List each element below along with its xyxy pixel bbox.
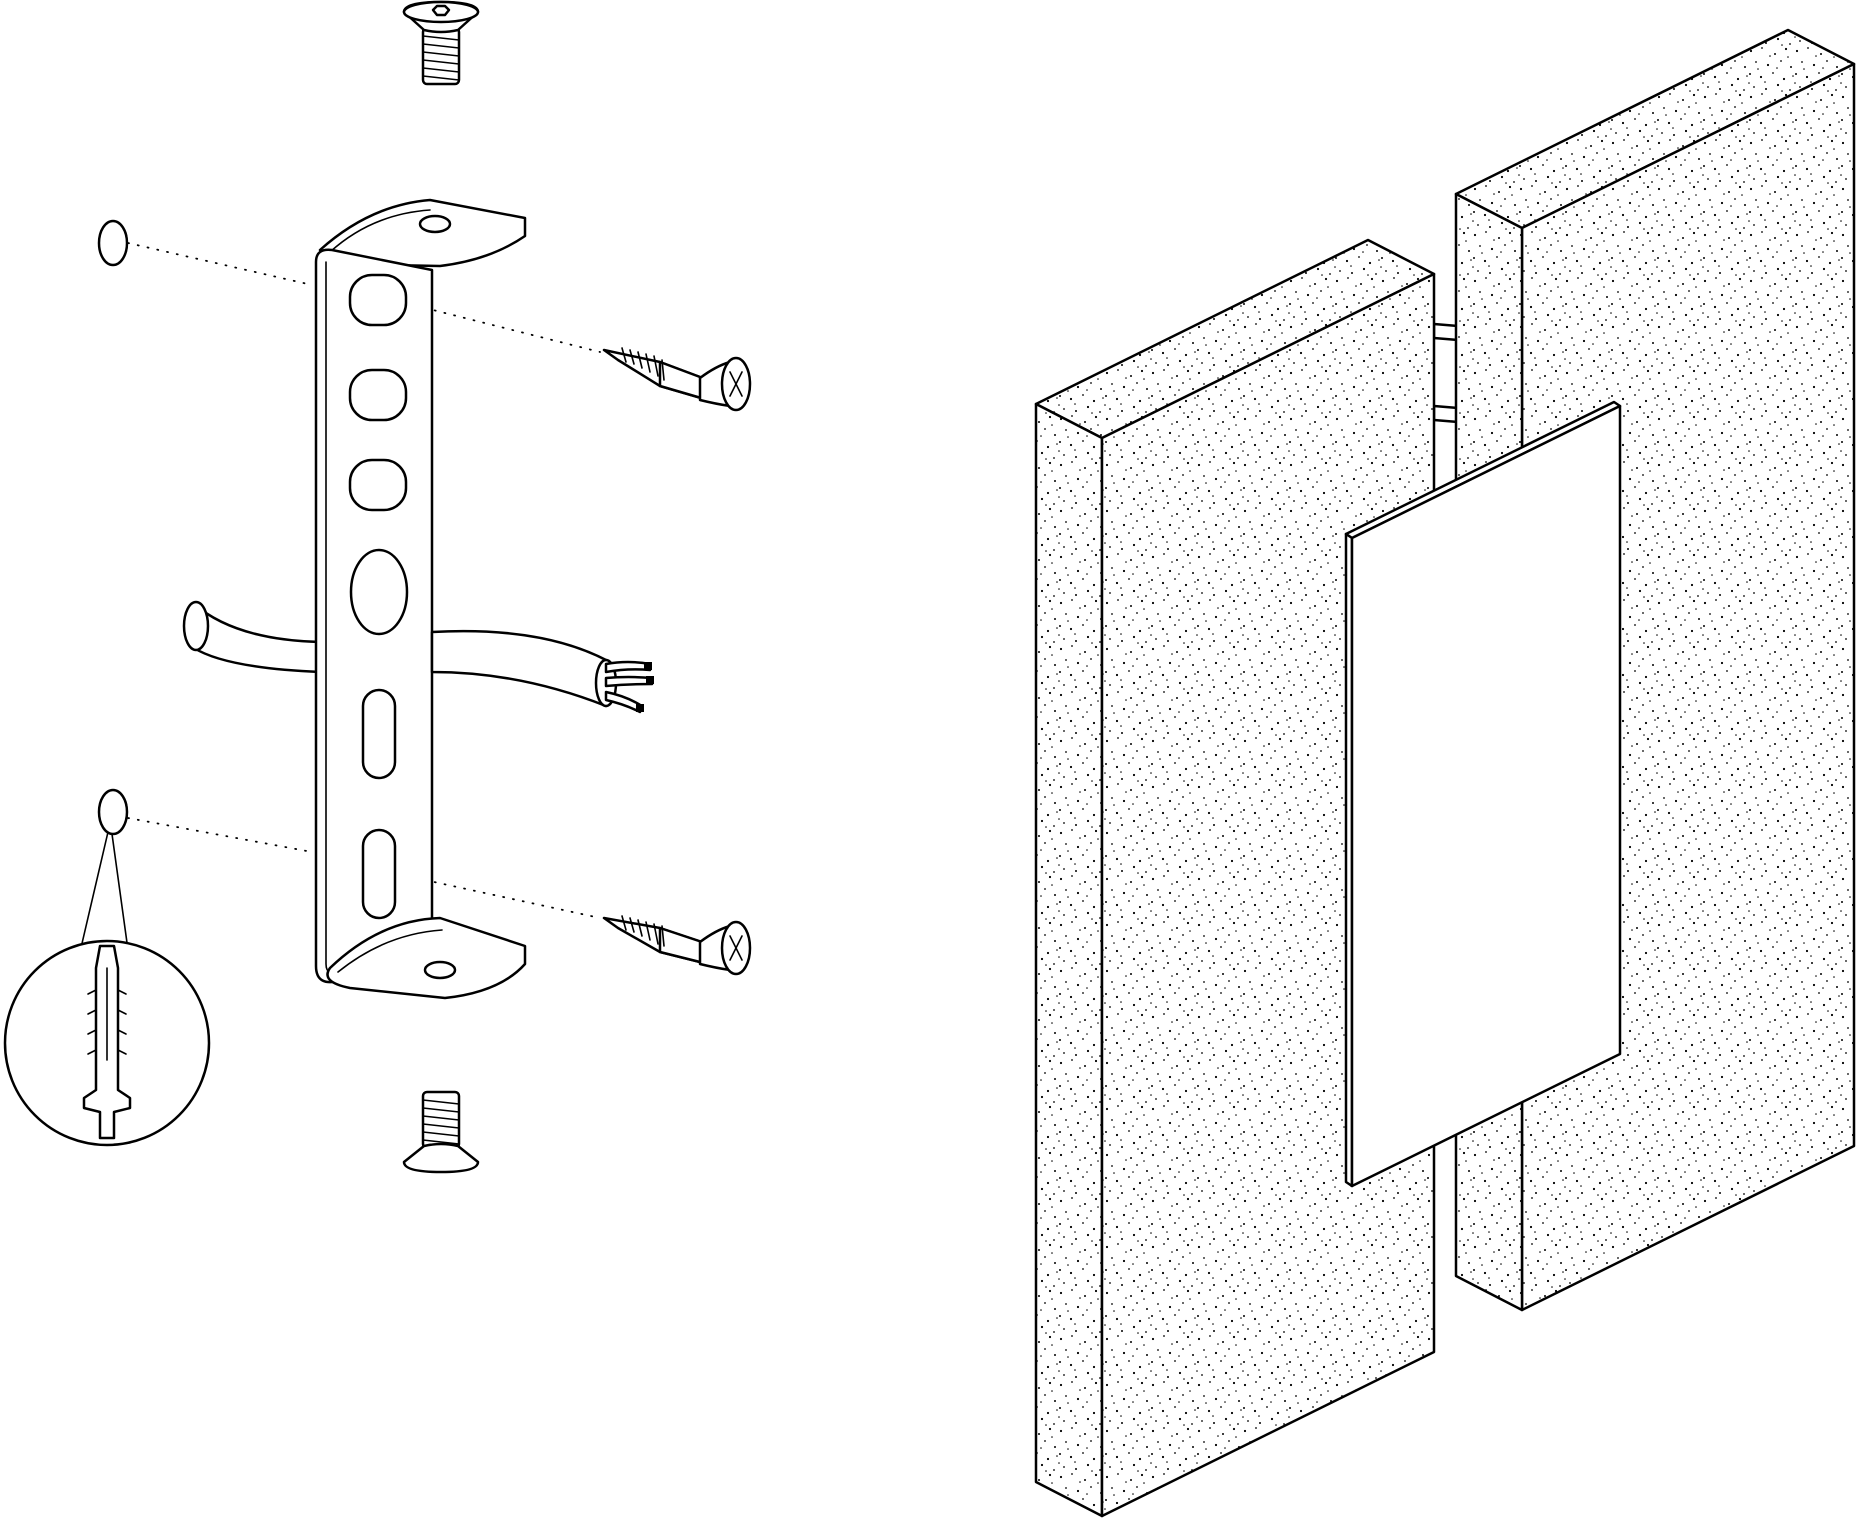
- wood-screw-icon: [602, 347, 752, 412]
- countersunk-machine-screw-icon: [402, 0, 480, 86]
- hole-marker-icon: [97, 219, 129, 267]
- power-cable-icon: [430, 629, 654, 714]
- wood-screw-icon: [602, 915, 752, 976]
- wall-lamp-icon: [1034, 28, 1856, 1518]
- mounting-bracket-icon: [314, 198, 527, 1000]
- hole-marker-icon: [97, 788, 129, 836]
- alignment-lines: [127, 242, 601, 919]
- wall-plug-icon: [3, 939, 211, 1147]
- countersunk-machine-screw-icon: [402, 1090, 480, 1174]
- power-cable-icon: [182, 600, 322, 674]
